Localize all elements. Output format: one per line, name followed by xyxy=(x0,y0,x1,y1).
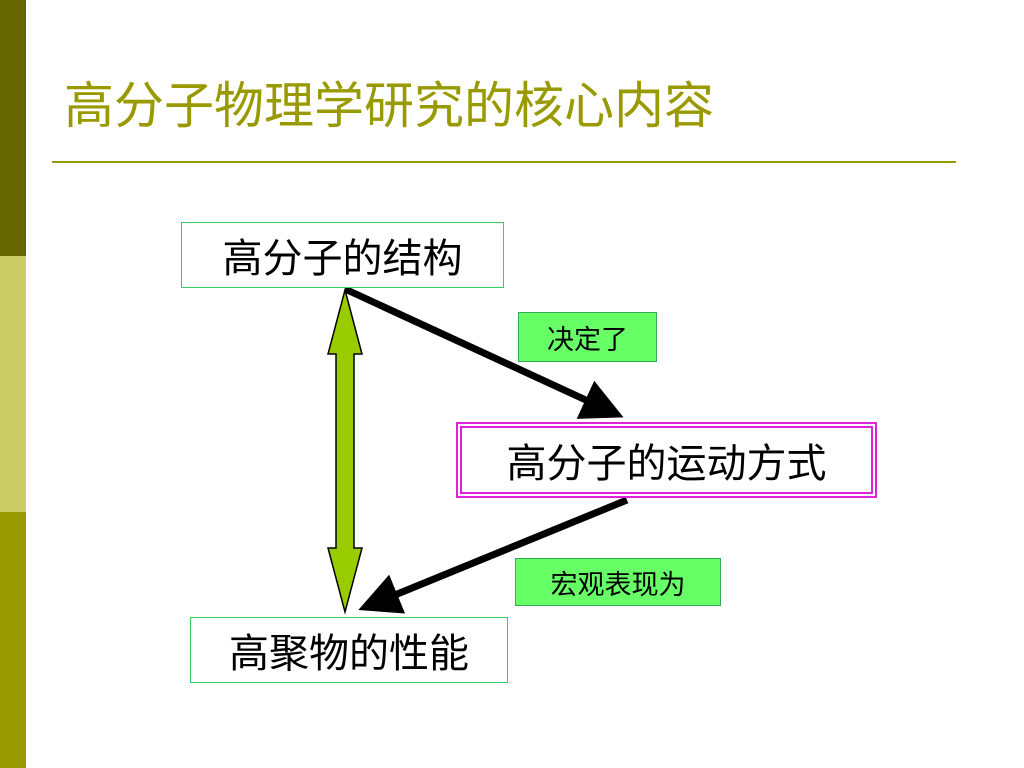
double-arrow-structure-properties xyxy=(327,287,363,615)
title-divider xyxy=(52,161,956,163)
slide-title: 高分子物理学研究的核心内容 xyxy=(64,77,714,135)
left-band-dark xyxy=(0,0,26,256)
left-band-mid xyxy=(0,512,26,768)
edge-label-determines: 决定了 xyxy=(518,312,657,362)
left-band-light xyxy=(0,256,26,512)
node-polymer-properties: 高聚物的性能 xyxy=(190,617,508,683)
edge-label-manifests-as: 宏观表现为 xyxy=(515,558,721,606)
node-molecular-motion: 高分子的运动方式 xyxy=(456,422,877,498)
arrow-structure-to-motion xyxy=(343,285,624,419)
node-polymer-structure: 高分子的结构 xyxy=(181,222,504,288)
arrow-motion-to-properties xyxy=(358,496,629,614)
